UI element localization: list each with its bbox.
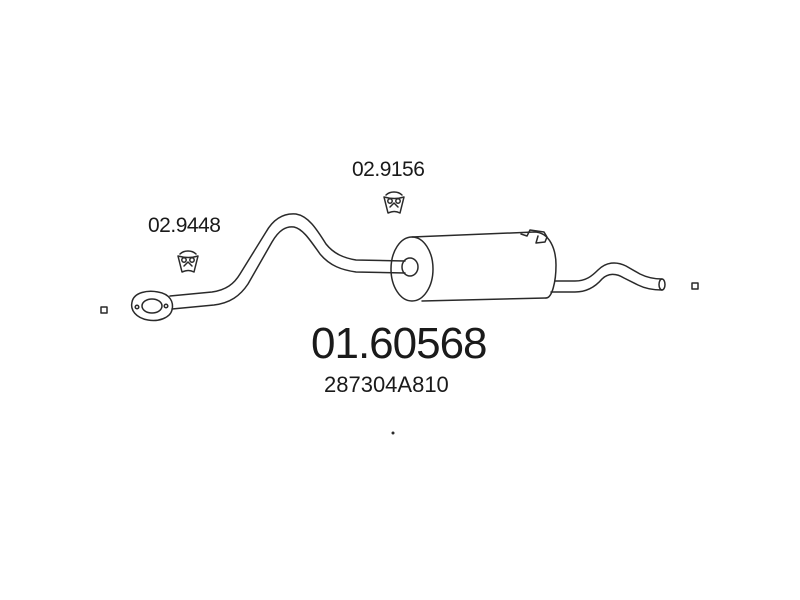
hanger-left-part-number: 02.9448 bbox=[148, 214, 221, 237]
hanger-right-part-number: 02.9156 bbox=[352, 158, 425, 181]
main-part-number: 01.60568 bbox=[311, 319, 488, 368]
oem-part-number: 287304A810 bbox=[324, 372, 449, 397]
front-pipe bbox=[169, 213, 406, 310]
muffler bbox=[390, 229, 557, 302]
inlet-flange bbox=[130, 290, 174, 322]
left-end-marker bbox=[100, 306, 108, 314]
tail-pipe bbox=[550, 262, 666, 293]
rubber-hanger-icon-left bbox=[177, 250, 199, 273]
small-dot bbox=[391, 431, 395, 435]
rubber-hanger-icon-right bbox=[383, 191, 405, 214]
right-end-marker bbox=[691, 282, 699, 290]
